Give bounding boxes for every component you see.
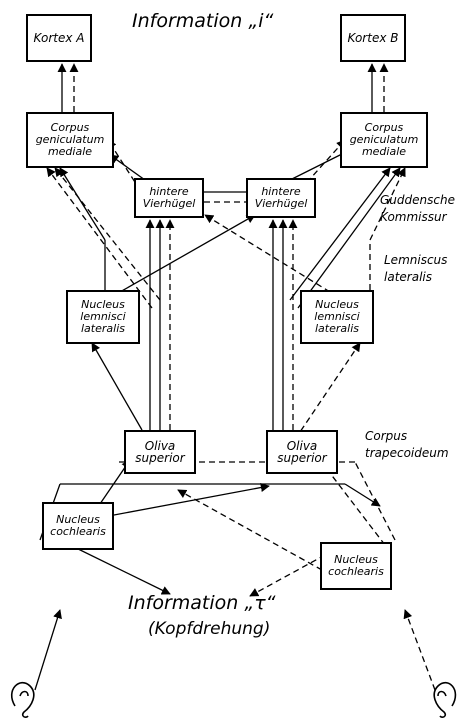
box-kortex-a: Kortex A xyxy=(26,14,92,62)
box-oliva-superior-left: Oliva superior xyxy=(124,430,196,474)
ear-right-inner-icon xyxy=(437,690,447,697)
box-nucleus-lemnisci-lateralis-right: Nucleus lemnisci lateralis xyxy=(300,290,374,344)
nc-right-to-information-tau xyxy=(249,554,326,597)
nc-right-to-os-left xyxy=(177,489,323,571)
nll-left-from-os-left xyxy=(91,342,143,431)
title-information-tau: Information „τ“ xyxy=(128,592,276,614)
box-hintere-vierhuegel-left: hintere Vierhügel xyxy=(134,178,204,218)
box-corpus-geniculatum-right: Corpus geniculatum mediale xyxy=(340,112,428,168)
left-dashed-to-cgm-left-a xyxy=(54,167,161,301)
ear-left-to-nc-left xyxy=(34,609,62,691)
nc-right-up-branch xyxy=(354,461,396,541)
title-information-i: Information „i“ xyxy=(132,10,274,32)
ear-left-inner-icon xyxy=(19,690,29,697)
box-kortex-b: Kortex B xyxy=(340,14,406,62)
ear-left-icon xyxy=(10,681,35,719)
trapezoid-to-os-right xyxy=(344,483,381,507)
box-nucleus-cochlearis-right: Nucleus cochlearis xyxy=(320,542,392,590)
box-nucleus-cochlearis-left: Nucleus cochlearis xyxy=(42,502,114,550)
right-solid-to-cgm-right-a xyxy=(289,167,391,301)
ear-right-icon xyxy=(433,681,457,719)
subtitle-kopfdrehung: (Kopfdrehung) xyxy=(148,619,271,639)
left-lemniscus-to-cgm-left xyxy=(59,167,106,241)
label-lemniscus-lateralis: Lemniscus lateralis xyxy=(384,253,448,284)
nc-left-to-os-right xyxy=(97,483,270,519)
right-lemniscus-to-cgm-right xyxy=(369,167,406,241)
box-corpus-geniculatum-left: Corpus geniculatum mediale xyxy=(26,112,114,168)
box-nucleus-lemnisci-lateralis-left: Nucleus lemnisci lateralis xyxy=(66,290,140,344)
nll-right-to-hv-left xyxy=(204,214,331,293)
left-dashed-to-cgm-left-b xyxy=(46,167,153,309)
label-corpus-trapecoideum: Corpus trapecoideum xyxy=(365,429,449,460)
label-guddensche-kommissur: Guddensche Kommissur xyxy=(380,193,455,224)
right-solid-to-cgm-right-b xyxy=(297,167,401,309)
box-hintere-vierhuegel-right: hintere Vierhügel xyxy=(246,178,316,218)
nc-right-to-os-right xyxy=(319,459,386,546)
box-oliva-superior-right: Oliva superior xyxy=(266,430,338,474)
nll-left-to-hv-right xyxy=(119,214,256,293)
hv-left-to-cgm-left xyxy=(109,154,146,181)
nll-right-from-os-right xyxy=(299,342,361,433)
nc-left-to-information-tau xyxy=(69,544,171,595)
ear-right-to-nc-right xyxy=(403,609,436,691)
